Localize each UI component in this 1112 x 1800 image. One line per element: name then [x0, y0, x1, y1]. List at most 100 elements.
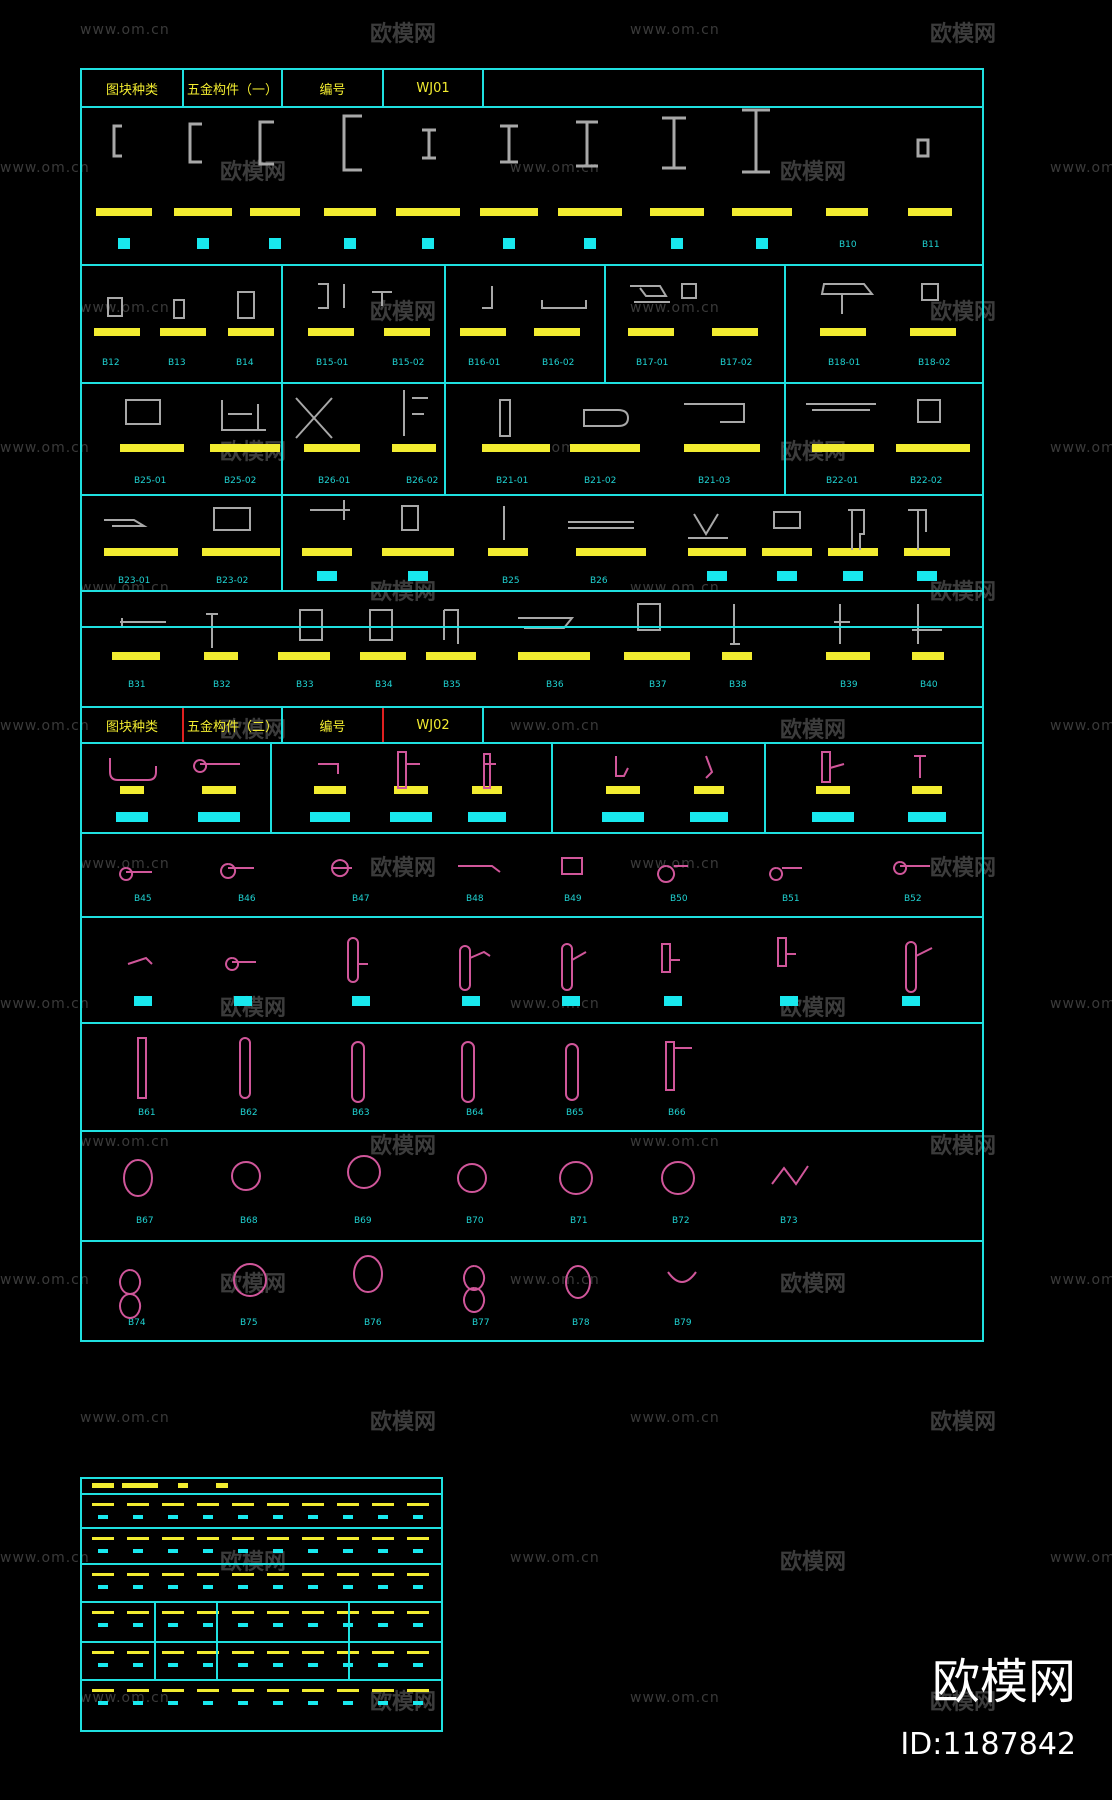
- label-bar: [488, 548, 528, 556]
- marker-square: [168, 1663, 178, 1667]
- marker-square: [707, 571, 727, 581]
- i-beam-section-icon: [422, 128, 436, 160]
- label-bar: [382, 548, 454, 556]
- label-bar: [197, 1573, 219, 1576]
- label-bar: [904, 548, 950, 556]
- marker-square: [269, 238, 281, 249]
- block-code-label: B32: [213, 680, 231, 690]
- label-bar: [127, 1503, 149, 1506]
- channel-section-icon: [258, 120, 274, 166]
- label-bar: [570, 444, 640, 452]
- block-code-label: B67: [136, 1216, 154, 1226]
- marker-square: [352, 996, 370, 1006]
- label-bar: [228, 328, 274, 336]
- marker-square: [98, 1515, 108, 1519]
- sheet1-header: 图块种类 五金构件（一） 编号 WJ01: [82, 70, 484, 106]
- block-code-label: B12: [102, 358, 120, 368]
- marker-square: [917, 571, 937, 581]
- label-bar: [267, 1537, 289, 1540]
- marker-square: [203, 1623, 213, 1627]
- watermark-url: www.om.cn: [1050, 440, 1112, 456]
- label-bar: [267, 1503, 289, 1506]
- label-bar: [162, 1573, 184, 1576]
- watermark-logo: 欧模网: [370, 856, 437, 881]
- marker-square: [118, 238, 130, 249]
- marker-square: [317, 571, 337, 581]
- label-bar: [816, 786, 850, 794]
- watermark-logo: 欧模网: [370, 1134, 437, 1159]
- label-bar: [202, 548, 280, 556]
- label-bar: [232, 1651, 254, 1654]
- marker-square: [238, 1549, 248, 1553]
- block-code-label: B66: [668, 1108, 686, 1118]
- block-code-label: B78: [572, 1318, 590, 1328]
- label-bar: [372, 1611, 394, 1614]
- label-bar: [127, 1573, 149, 1576]
- block-code-label: B17-01: [636, 358, 669, 368]
- watermark-logo: 欧模网: [220, 1272, 287, 1297]
- label-bar: [267, 1651, 289, 1654]
- watermark-url: www.om.cn: [510, 160, 600, 176]
- block-code-label: B25: [502, 576, 520, 586]
- label-bar: [324, 208, 376, 216]
- marker-square: [116, 812, 148, 822]
- divider: [82, 832, 982, 834]
- hardware-symbols-sheet1: [104, 283, 942, 648]
- block-code-label: B18-02: [918, 358, 951, 368]
- i-beam-section-icon: [576, 120, 598, 168]
- marker-square: [273, 1585, 283, 1589]
- block-code-label: B34: [375, 680, 393, 690]
- marker-square: [413, 1549, 423, 1553]
- marker-square: [602, 812, 644, 822]
- divider: [82, 1527, 441, 1529]
- marker-square: [777, 571, 797, 581]
- label-bar: [394, 786, 428, 794]
- label-bar: [94, 328, 140, 336]
- label-bar: [407, 1503, 429, 1506]
- watermark-url: www.om.cn: [630, 22, 720, 38]
- block-code-label: B23-02: [216, 576, 249, 586]
- divider: [82, 494, 982, 496]
- label-bar: [812, 444, 874, 452]
- label-bar: [384, 328, 430, 336]
- marker-square: [273, 1623, 283, 1627]
- divider: [270, 742, 272, 832]
- marker-square: [134, 996, 152, 1006]
- label-bar: [302, 1651, 324, 1654]
- marker-square: [133, 1585, 143, 1589]
- marker-square: [843, 571, 863, 581]
- label-bar: [96, 208, 152, 216]
- divider: [82, 1130, 982, 1132]
- label-bar: [127, 1689, 149, 1692]
- block-code-label: B63: [352, 1108, 370, 1118]
- marker-square: [378, 1663, 388, 1667]
- marker-square: [98, 1585, 108, 1589]
- label-bar: [174, 208, 232, 216]
- label-bar: [407, 1537, 429, 1540]
- marker-square: [343, 1549, 353, 1553]
- marker-square: [780, 996, 798, 1006]
- label-bar: [92, 1689, 114, 1692]
- watermark-url: www.om.cn: [1050, 160, 1112, 176]
- marker-square: [390, 812, 432, 822]
- label-bar: [197, 1611, 219, 1614]
- marker-square: [273, 1663, 283, 1667]
- divider: [82, 1563, 441, 1565]
- block-code-label: B15-01: [316, 358, 349, 368]
- label-bar: [278, 652, 330, 660]
- label-bar: [407, 1573, 429, 1576]
- marker-square: [378, 1623, 388, 1627]
- i-beam-section-icon: [662, 116, 686, 170]
- label-bar: [762, 548, 812, 556]
- watermark-logo: 欧模网: [930, 1134, 997, 1159]
- label-bar: [197, 1689, 219, 1692]
- watermark-logo: 欧模网: [930, 300, 997, 325]
- sheet1-number-value: WJ01: [384, 70, 484, 106]
- marker-square: [198, 812, 240, 822]
- marker-square: [344, 238, 356, 249]
- block-code-label: B62: [240, 1108, 258, 1118]
- marker-square: [308, 1515, 318, 1519]
- marker-square: [133, 1663, 143, 1667]
- watermark-logo: 欧模网: [930, 580, 997, 605]
- label-bar: [120, 444, 184, 452]
